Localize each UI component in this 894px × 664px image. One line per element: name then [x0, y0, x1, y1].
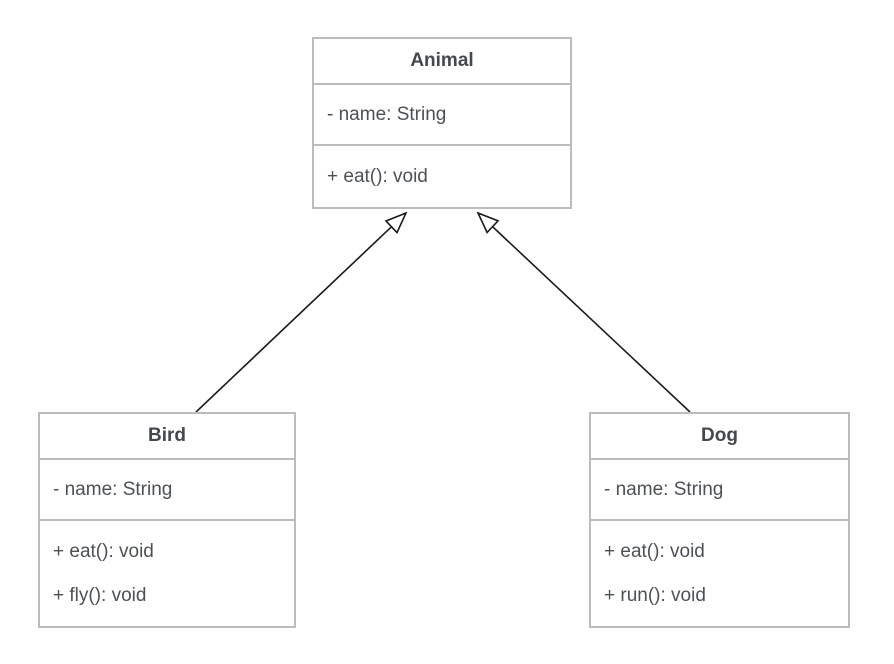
- class-box-dog: Dog - name: String + eat(): void + run()…: [589, 412, 850, 628]
- class-method: + eat(): void: [604, 541, 705, 562]
- class-method: + eat(): void: [53, 541, 154, 562]
- class-method: + run(): void: [604, 585, 706, 606]
- class-methods-section: + eat(): void + run(): void: [591, 521, 848, 626]
- class-attributes-section: - name: String: [40, 460, 294, 521]
- inheritance-arrow-bird-to-animal: [195, 213, 406, 413]
- class-attribute: - name: String: [53, 479, 173, 500]
- class-name: Animal: [314, 39, 570, 85]
- class-name: Dog: [591, 414, 848, 460]
- class-attributes-section: - name: String: [591, 460, 848, 521]
- class-method: + eat(): void: [327, 166, 428, 187]
- class-name: Bird: [40, 414, 294, 460]
- class-box-animal: Animal - name: String + eat(): void: [312, 37, 572, 209]
- inheritance-arrow-dog-to-animal: [478, 213, 691, 413]
- class-box-bird: Bird - name: String + eat(): void + fly(…: [38, 412, 296, 628]
- class-attribute: - name: String: [327, 104, 447, 125]
- class-methods-section: + eat(): void + fly(): void: [40, 521, 294, 626]
- class-attributes-section: - name: String: [314, 85, 570, 146]
- class-method: + fly(): void: [53, 585, 147, 606]
- class-attribute: - name: String: [604, 479, 724, 500]
- class-methods-section: + eat(): void: [314, 146, 570, 207]
